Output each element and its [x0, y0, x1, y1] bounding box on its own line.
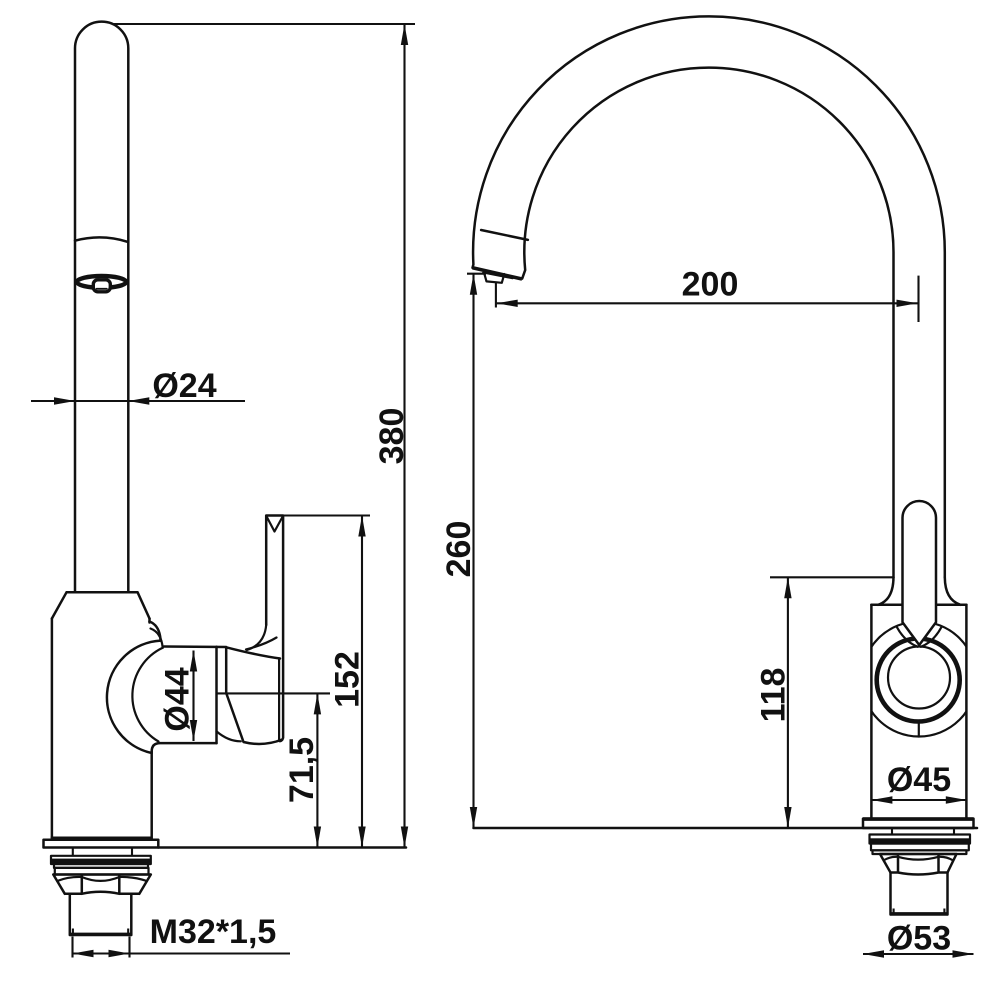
tube-wing-right: [919, 625, 943, 648]
dimension-arrowhead: [108, 949, 130, 958]
dim-label-body-height: 118: [755, 668, 793, 723]
dimension-arrowhead: [400, 24, 409, 45]
dim-label-spout-reach: 200: [682, 266, 739, 304]
handle-bell: [224, 646, 284, 746]
gooseneck-inner: [520, 66, 895, 579]
side-locknut: [878, 852, 958, 876]
slab-shoulder-right: [943, 576, 962, 607]
base-flange: [42, 838, 160, 849]
locknut: [52, 873, 153, 896]
dim-label-total-height: 380: [373, 408, 411, 465]
spout-nozzle-nub: [482, 271, 506, 284]
dim-label-handle-pivot-height: 71,5: [283, 737, 321, 803]
dim-label-ball-diameter: Ø44: [159, 667, 197, 731]
aerator-nub: [91, 278, 113, 294]
ball-drum-bottom: [150, 741, 218, 753]
dimension-arrowhead: [313, 693, 322, 715]
locknut-chamfer: [56, 875, 148, 883]
shank: [68, 892, 133, 937]
socket-rim-arc: [131, 646, 164, 743]
handle-base-curve: [244, 636, 278, 651]
dimension-arrowhead: [863, 950, 884, 958]
dimension-arrowhead: [54, 397, 75, 405]
side-shank: [889, 871, 949, 916]
dimension-labels: Ø24 380 152 71,5 Ø44 M32*1,5 200 260 118…: [150, 266, 951, 958]
dimension-arrowhead: [400, 826, 409, 848]
dim-label-pipe-diameter: Ø24: [152, 367, 216, 405]
inner-tube: [901, 499, 938, 647]
gooseneck-outer: [471, 15, 947, 579]
spout-face-inner: [482, 271, 514, 280]
dimension-arrowhead: [189, 650, 198, 672]
dimension-arrowhead: [189, 720, 198, 741]
dim-label-flange-diameter: Ø53: [887, 920, 951, 958]
dimension-arrowhead: [72, 949, 94, 958]
side-locknut-chamfer: [882, 855, 954, 862]
dimension-arrowhead: [945, 796, 967, 804]
ball-underside-arc: [215, 730, 242, 743]
dimension-arrowhead: [128, 397, 150, 405]
cone: [50, 591, 151, 620]
dimension-arrowhead: [896, 299, 918, 307]
dimension-arrowhead: [469, 273, 478, 295]
dimension-arrowhead: [496, 299, 518, 307]
handle-blade-notch: [265, 515, 284, 533]
dim-label-handle-top-height: 152: [329, 651, 367, 708]
dimension-arrowhead: [784, 577, 792, 599]
dimension-arrowhead: [469, 807, 478, 828]
side-washer-band: [869, 838, 970, 844]
ring-inner-circle: [886, 645, 952, 710]
dimension-arrowhead: [313, 826, 322, 848]
dimension-arrowhead: [871, 796, 893, 804]
slab-shoulder-left: [876, 576, 895, 607]
dim-label-thread-spec: M32*1,5: [150, 913, 277, 951]
side-view: [471, 15, 979, 916]
dim-label-body-diameter: Ø45: [887, 761, 951, 799]
dim-label-outlet-height: 260: [440, 521, 478, 578]
pipe-sleeve-arc: [73, 236, 130, 244]
dimension-arrowhead: [358, 515, 366, 537]
handle-blade: [264, 514, 285, 743]
dimension-arrowhead: [358, 826, 366, 848]
front-view: [42, 20, 408, 937]
spout-joint-line: [479, 228, 530, 242]
dimension-arrowhead: [952, 950, 974, 958]
pipe-outline: [73, 20, 130, 594]
dimension-arrowhead: [784, 807, 792, 828]
washer-band: [51, 858, 151, 864]
ball-sphere-arc: [105, 639, 162, 755]
dimension-lines: [31, 22, 974, 958]
spout-face: [472, 266, 523, 281]
tube-wing-left: [895, 625, 919, 648]
socket-rim-top-fillet: [149, 627, 164, 649]
